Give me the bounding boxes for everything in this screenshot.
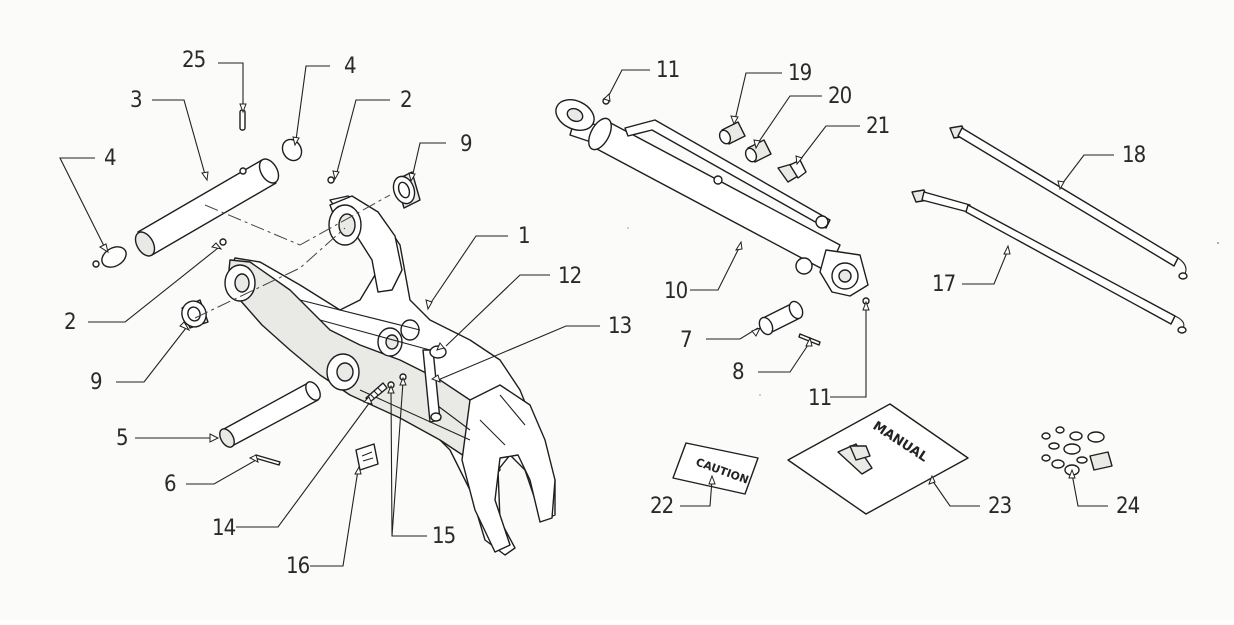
seal-kit: [1041, 426, 1113, 476]
bushing-9-top: [392, 171, 421, 209]
callout-4-top: 4: [344, 54, 357, 79]
callout-7: 7: [680, 328, 693, 353]
callout-13: 13: [608, 314, 632, 339]
thumb-frame: [224, 195, 556, 556]
fitting-20: [744, 139, 772, 163]
callout-11-top: 11: [656, 58, 680, 83]
decal-16: [355, 443, 379, 471]
callout-23: 23: [988, 494, 1012, 519]
callout-10: 10: [664, 279, 688, 304]
callout-20: 20: [828, 84, 852, 109]
snap-ring-top: [281, 138, 303, 162]
centerline-lower: [194, 227, 346, 319]
pin-3: [134, 158, 280, 257]
scan-specks: [627, 227, 1219, 396]
callout-9-top: 9: [460, 132, 473, 157]
hydraulic-cylinder: [555, 99, 869, 297]
grease-fittings-2: [219, 176, 335, 246]
callout-11-bottom: 11: [808, 386, 832, 411]
hose-18: [949, 125, 1188, 280]
pin-5: [219, 381, 321, 448]
callout-25: 25: [182, 48, 206, 73]
pin-7: [758, 300, 804, 336]
callout-19: 19: [788, 61, 812, 86]
roll-pin-25: [239, 109, 246, 131]
leader-lines: [59, 62, 1114, 567]
callout-24: 24: [1116, 494, 1140, 519]
callout-16: 16: [286, 554, 310, 579]
callout-5: 5: [116, 426, 129, 451]
operator-manual: MANUAL: [787, 403, 969, 515]
callout-17: 17: [932, 272, 956, 297]
callout-12: 12: [558, 264, 582, 289]
callout-9-left: 9: [90, 370, 103, 395]
callout-18: 18: [1122, 143, 1146, 168]
callout-2-top: 2: [400, 88, 413, 113]
fitting-19: [718, 121, 746, 145]
snap-ring-left: [92, 246, 127, 268]
callout-4-left: 4: [104, 146, 117, 171]
hose-17: [911, 189, 1187, 334]
bushing-9-bottom: [181, 299, 209, 329]
cotter-pin-6: [254, 454, 281, 466]
caution-decal: CAUTION: [672, 442, 759, 495]
callout-1: 1: [518, 224, 531, 249]
callout-21: 21: [866, 114, 890, 139]
centerline-upper: [204, 194, 391, 246]
callout-15: 15: [432, 524, 456, 549]
callout-8: 8: [732, 360, 745, 385]
callout-22: 22: [650, 494, 674, 519]
fitting-21: [777, 159, 807, 183]
callout-6: 6: [164, 472, 177, 497]
callout-2-left: 2: [64, 310, 77, 335]
callout-3: 3: [130, 88, 143, 113]
leader-arrowheads: [98, 92, 1076, 485]
callout-14: 14: [212, 516, 236, 541]
